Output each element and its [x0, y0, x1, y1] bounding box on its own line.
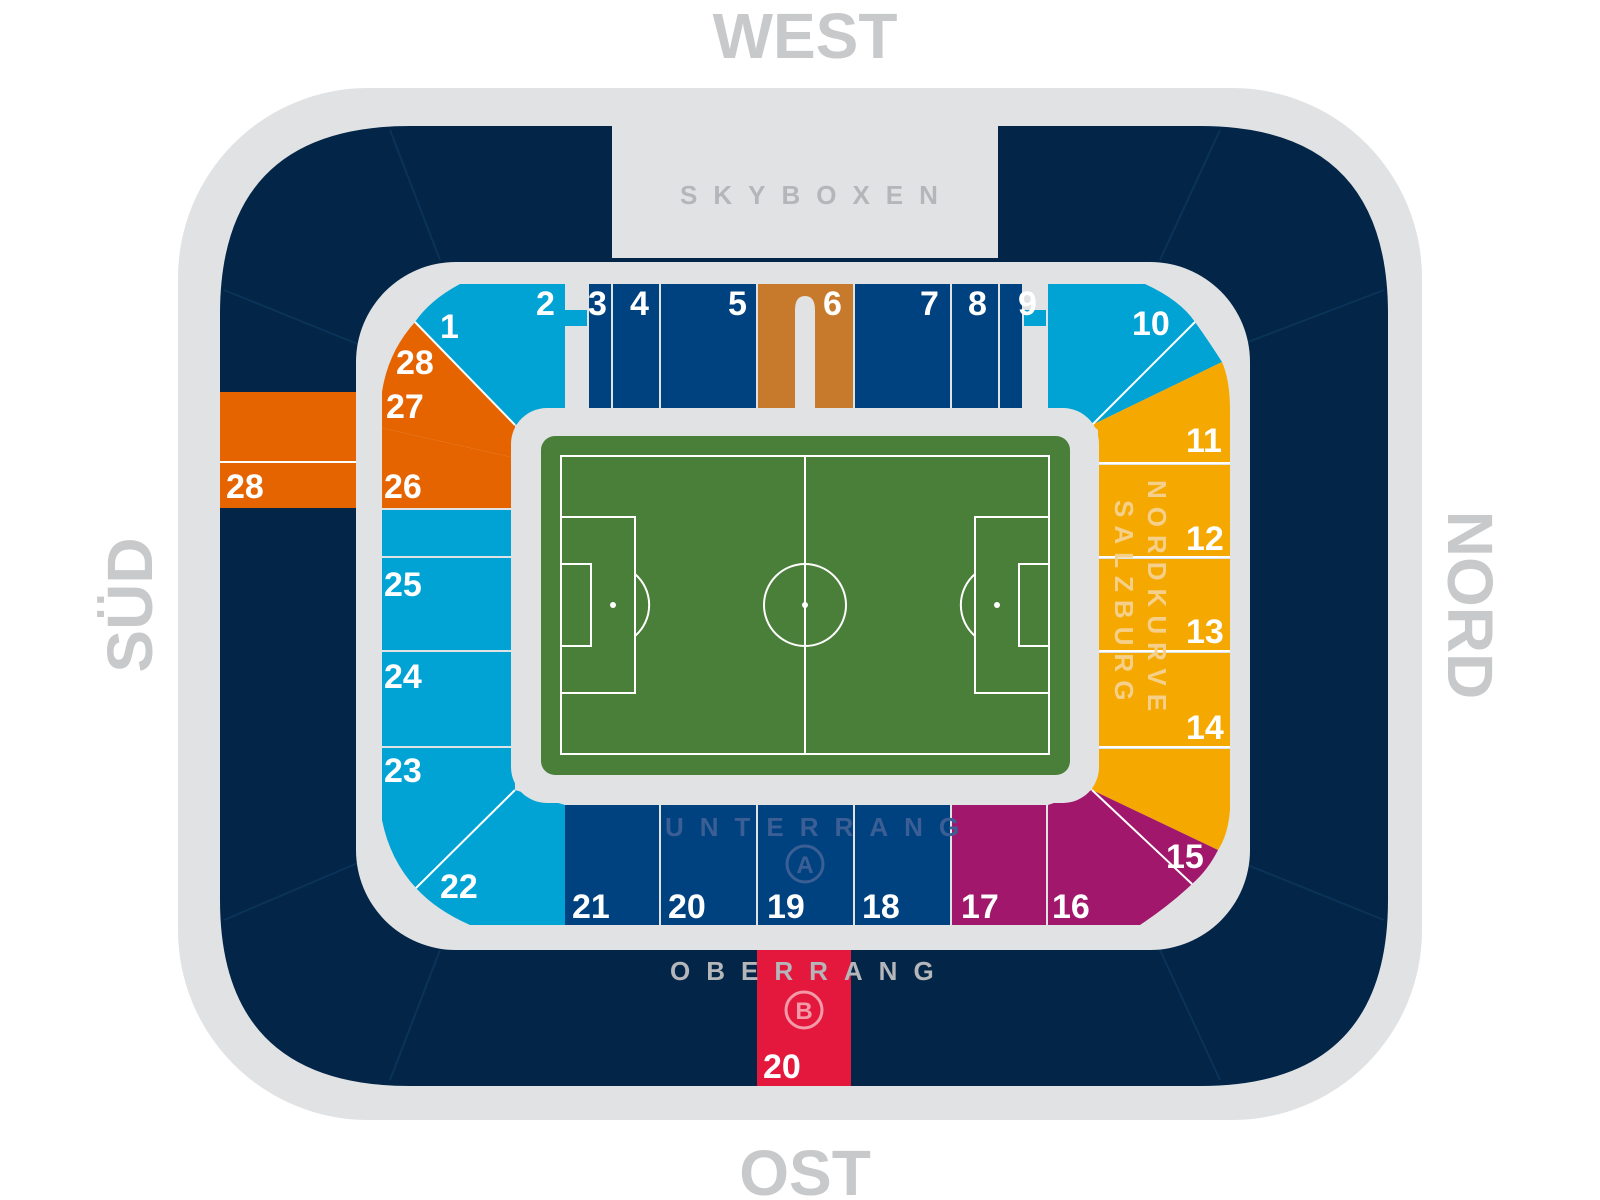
label-skyboxen: SKYBOXEN: [680, 180, 954, 210]
lower-sector-2[interactable]: [565, 310, 587, 326]
upper-tier-dividers: [223, 129, 1385, 1081]
sector-label-5: 5: [728, 285, 747, 323]
sector-label-15: 15: [1166, 838, 1204, 876]
sector-label-21: 21: [572, 888, 610, 926]
left-penalty-spot: [610, 602, 616, 608]
lower-sector-13[interactable]: [1098, 559, 1230, 651]
sector-label-4: 4: [630, 285, 649, 323]
sector-label-10: 10: [1132, 305, 1170, 343]
sector-label-8: 8: [968, 285, 987, 323]
lower-sector-25b[interactable]: [382, 558, 515, 650]
sector-label-9: 9: [1018, 285, 1037, 323]
sector-label-24: 24: [384, 658, 422, 696]
oberrang-label-28: 28: [226, 468, 264, 506]
sector-label-6: 6: [823, 285, 842, 323]
label-nordkurve: NORDKURVE: [1142, 480, 1172, 719]
sector-label-22: 22: [440, 868, 478, 906]
sector-label-1: 1: [440, 308, 459, 346]
sector-label-16: 16: [1052, 888, 1090, 926]
label-unterrang: UNTERRANG: [665, 812, 975, 842]
lower-sector-9a[interactable]: [1000, 284, 1022, 408]
label-nord: NORD: [1434, 511, 1506, 699]
sector-label-3: 3: [588, 285, 607, 323]
lower-sector-27-28[interactable]: [382, 322, 515, 458]
lower-sector-7[interactable]: [855, 284, 950, 408]
label-sued: SÜD: [94, 537, 166, 672]
lower-sector-24[interactable]: [382, 652, 515, 746]
sector-label-2: 2: [536, 285, 555, 323]
sector-label-14: 14: [1186, 709, 1224, 747]
sector-label-20: 20: [668, 888, 706, 926]
lower-sector-23[interactable]: [382, 748, 515, 888]
lower-sector-10[interactable]: [1048, 284, 1195, 425]
label-oberrang: OBERRANG: [670, 956, 950, 986]
sector-label-11: 11: [1186, 422, 1222, 460]
lower-sector-15[interactable]: [1092, 790, 1218, 884]
sector-label-13: 13: [1186, 613, 1224, 651]
lower-sector-12[interactable]: [1098, 465, 1230, 557]
oberrang-badge: [784, 990, 824, 1030]
oberrang-sector-20[interactable]: [757, 950, 851, 1086]
lower-sector-22[interactable]: [416, 790, 565, 925]
sector-label-27: 27: [386, 388, 424, 426]
sector-label-28: 28: [396, 344, 434, 382]
label-west: WEST: [713, 0, 898, 72]
lower-sector-16[interactable]: [1048, 790, 1192, 925]
lower-sector-11[interactable]: [1092, 362, 1230, 463]
lower-sector-9b[interactable]: [1024, 310, 1046, 326]
centre-spot: [802, 602, 808, 608]
lower-sector-14[interactable]: [1098, 653, 1230, 747]
lower-sector-25[interactable]: [382, 510, 515, 556]
lower-sector-3[interactable]: [589, 284, 611, 408]
right-penalty-spot: [994, 602, 1000, 608]
lower-sector-1[interactable]: [415, 284, 565, 425]
unterrang-badge-letter: A: [796, 852, 813, 879]
lower-sector-14b[interactable]: [1092, 749, 1230, 850]
lower-sector-26[interactable]: [382, 428, 515, 508]
label-ost: OST: [739, 1137, 871, 1200]
lower-sector-4[interactable]: [613, 284, 659, 408]
lower-sector-8[interactable]: [952, 284, 998, 408]
sector-label-23: 23: [384, 752, 422, 790]
sector-label-7: 7: [920, 285, 939, 323]
label-salzburg: SALZBURG: [1109, 500, 1139, 708]
oberrang-label-20: 20: [763, 1048, 801, 1086]
oberrang-badge-letter: B: [795, 998, 812, 1025]
sector-label-26: 26: [384, 468, 422, 506]
lower-sector-21[interactable]: [565, 805, 659, 925]
lower-sector-17[interactable]: [952, 805, 1046, 925]
lower-sector-18[interactable]: [855, 805, 950, 925]
sector-label-12: 12: [1186, 520, 1224, 558]
sector-label-19: 19: [767, 888, 805, 926]
sector-label-25: 25: [384, 566, 422, 604]
sector-label-18: 18: [862, 888, 900, 926]
lower-sector-10b[interactable]: [1092, 322, 1222, 425]
lower-sector-6[interactable]: [758, 284, 853, 408]
lower-tier-seating: [382, 284, 1230, 925]
oberrang-sector-28[interactable]: [220, 392, 356, 508]
lower-sector-19[interactable]: [758, 805, 853, 925]
unterrang-badge: [785, 844, 825, 884]
lower-sector-5[interactable]: [661, 284, 756, 408]
sector-label-17: 17: [961, 888, 999, 926]
lower-sector-20[interactable]: [661, 805, 756, 925]
